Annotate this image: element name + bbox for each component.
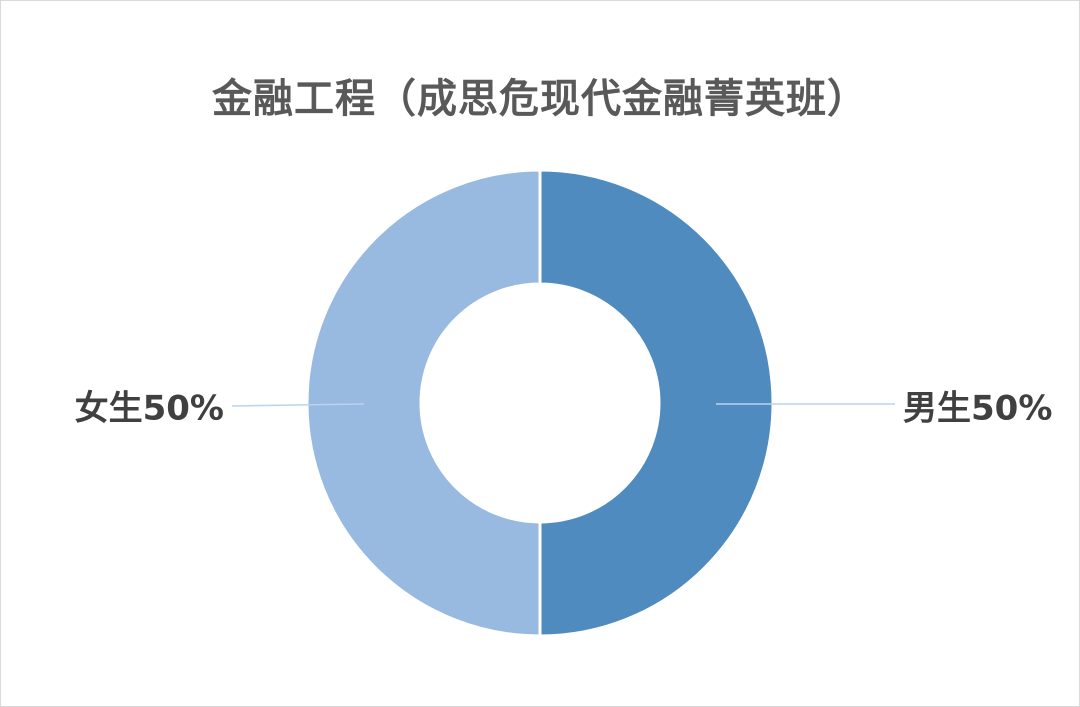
leader-line-1: [231, 403, 365, 407]
data-label-1: 女生50%: [75, 389, 224, 429]
data-label-0: 男生50%: [903, 389, 1052, 429]
donut-slice-0: [538, 168, 775, 638]
chart-title: 金融工程（成思危现代金融菁英班）: [212, 76, 868, 122]
donut-slice-1: [305, 168, 542, 638]
